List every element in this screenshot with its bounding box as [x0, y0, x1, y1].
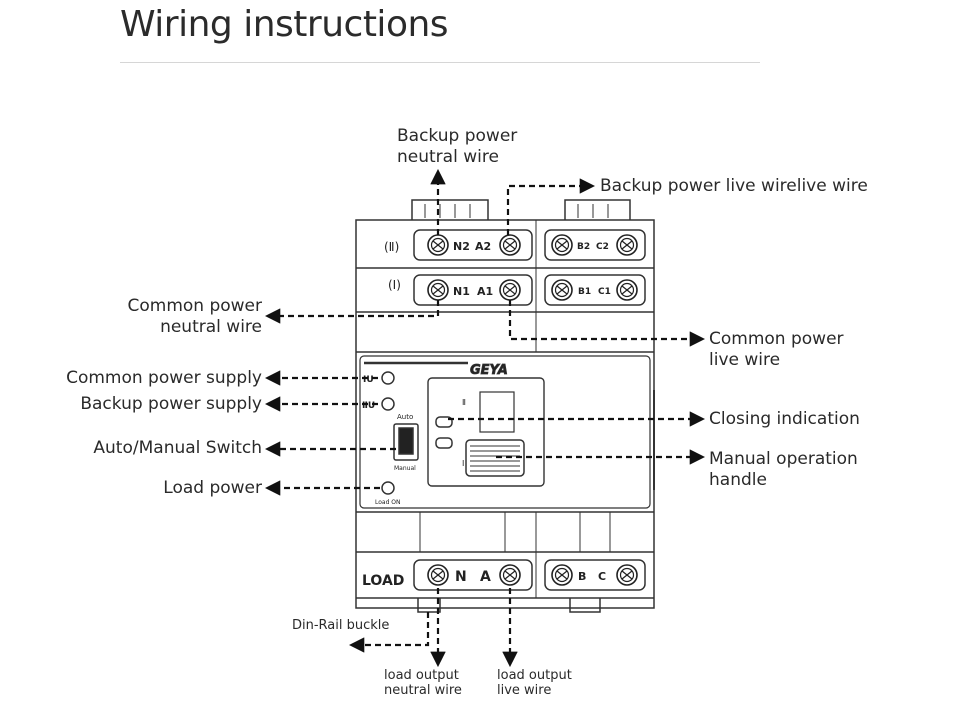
label-backup-live-wire: Backup power live wirelive wire [600, 176, 868, 196]
terminal-b2-label: B2 [577, 242, 590, 252]
position-i-label: Ⅰ [462, 459, 464, 468]
label-common-live-wire: Common power live wire [709, 329, 844, 370]
row-i-label: (Ⅰ) [388, 278, 401, 292]
terminal-b-label: B [578, 570, 586, 583]
terminal-c1-label: C1 [598, 287, 611, 297]
label-load-power: Load power [163, 478, 262, 498]
terminal-c-label: C [598, 570, 606, 583]
ats-device-body [355, 199, 655, 613]
switch-auto-label: Auto [397, 413, 413, 421]
switch-manual-label: Manual [394, 465, 416, 472]
title-divider [120, 62, 760, 63]
terminal-n-label: N [455, 569, 467, 585]
terminal-a2-label: A2 [475, 240, 491, 253]
terminal-a-label: A [480, 569, 491, 585]
indicator-iu-label: ⅠU [363, 375, 374, 385]
indicator-iiu-label: ⅡU [362, 401, 375, 411]
brand-logo: GEYA [470, 363, 508, 378]
label-load-output-neutral-wire: load output neutral wire [384, 668, 462, 698]
label-auto-manual-switch: Auto/Manual Switch [93, 438, 262, 458]
label-din-rail-buckle: Din-Rail buckle [292, 618, 390, 633]
terminal-c2-label: C2 [596, 242, 609, 252]
leader-lines [264, 168, 706, 668]
label-common-neutral-wire: Common power neutral wire [127, 296, 262, 337]
label-closing-indication: Closing indication [709, 409, 860, 429]
terminal-n2-label: N2 [453, 240, 470, 253]
position-ii-label: Ⅱ [462, 398, 466, 407]
row-load-label: LOAD [362, 573, 404, 589]
label-load-output-live-wire: load output live wire [497, 668, 572, 698]
load-on-label: Load ON [375, 499, 401, 506]
page-title: Wiring instructions [120, 4, 449, 45]
row-ii-label: (Ⅱ) [384, 240, 399, 254]
terminal-a1-label: A1 [477, 285, 493, 298]
terminal-n1-label: N1 [453, 285, 470, 298]
label-manual-operation-handle: Manual operation handle [709, 449, 858, 490]
terminal-b1-label: B1 [578, 287, 591, 297]
label-common-power-supply: Common power supply [66, 368, 262, 388]
label-backup-power-supply: Backup power supply [80, 394, 262, 414]
label-backup-neutral-wire: Backup power neutral wire [397, 126, 518, 167]
